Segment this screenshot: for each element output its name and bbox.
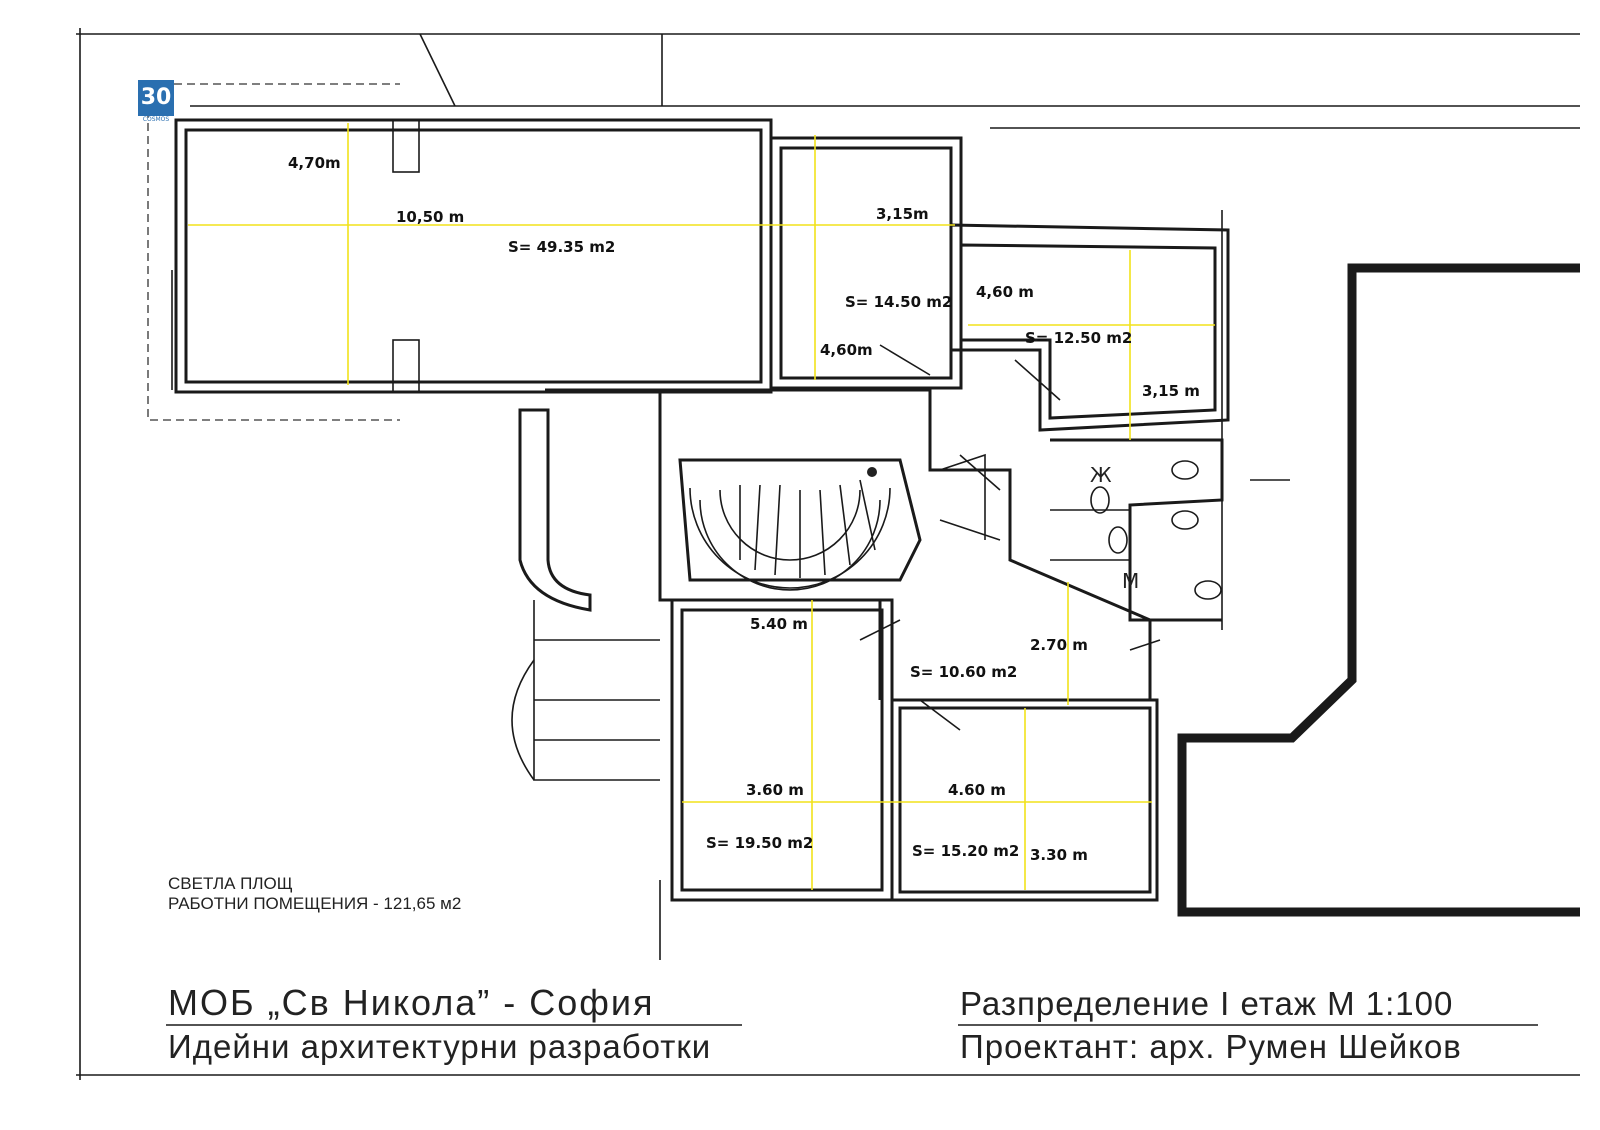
room-4-dim: 2.70 m: [1030, 636, 1088, 654]
dashed-outline: [147, 83, 400, 421]
room-4-area: S= 10.60 m2: [910, 663, 1017, 681]
room-2-dim-length: 4,60m: [820, 341, 873, 359]
title-right-line2: Проектант: арх. Румен Шейков: [960, 1028, 1462, 1065]
room-1-dim-length: 10,50 m: [396, 208, 464, 226]
room-5-dim-length: 5.40 m: [750, 615, 808, 633]
room-5-dim-width: 3.60 m: [746, 781, 804, 799]
wc-male-label: М: [1122, 569, 1139, 593]
title-block-right: Разпределение I етаж М 1:100 Проектант: …: [958, 985, 1538, 1065]
room-6-dim-length: 3.30 m: [1030, 846, 1088, 864]
area-note: СВЕТЛА ПЛОЩ РАБОТНИ ПОМЕЩЕНИЯ - 121,65 м…: [168, 874, 461, 914]
logo-mark: 30: [138, 80, 174, 116]
neighbour-building-outline: [1177, 263, 1580, 917]
room-3-dim-length: 3,15 m: [1142, 382, 1200, 400]
room-5-area: S= 19.50 m2: [706, 834, 813, 852]
dimension-lines: [188, 123, 1215, 890]
area-note-line1: СВЕТЛА ПЛОЩ: [168, 874, 293, 893]
wc-female-label: Ж: [1090, 463, 1112, 487]
room-3-area: S= 12.50 m2: [1025, 329, 1132, 347]
room-1-area: S= 49.35 m2: [508, 238, 615, 256]
title-left-line1: МОБ „Св Никола” - София: [168, 982, 654, 1023]
title-left-line2: Идейни архитектурни разработки: [168, 1028, 711, 1065]
room-1-dim-width: 4,70m: [288, 154, 341, 172]
room-2-dim-width: 3,15m: [876, 205, 929, 223]
area-note-line2: РАБОТНИ ПОМЕЩЕНИЯ - 121,65 м2: [168, 894, 462, 913]
title-right-line1: Разпределение I етаж М 1:100: [960, 985, 1453, 1022]
room-6-area: S= 15.20 m2: [912, 842, 1019, 860]
room-2-area: S= 14.50 m2: [845, 293, 952, 311]
sheet-border: [76, 28, 1580, 1080]
room-labels: 4,70m 10,50 m S= 49.35 m2 3,15m S= 14.50…: [288, 154, 1200, 864]
room-3-dim-width: 4,60 m: [976, 283, 1034, 301]
company-logo: 30 COSMOS: [138, 80, 174, 124]
logo-subtext: COSMOS: [142, 116, 170, 123]
title-block-left: МОБ „Св Никола” - София Идейни архитекту…: [166, 982, 742, 1065]
walls: [171, 118, 1290, 902]
room-6-dim-width: 4.60 m: [948, 781, 1006, 799]
